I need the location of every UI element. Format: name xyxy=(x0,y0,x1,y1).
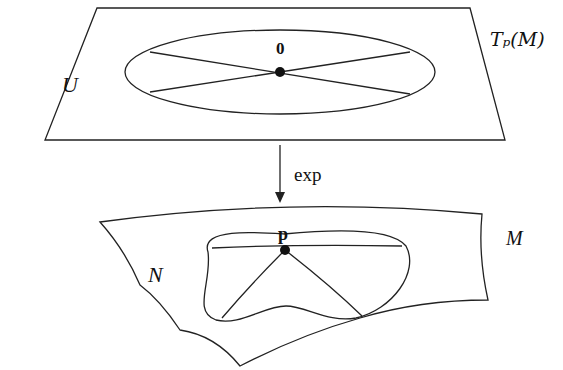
geodesic xyxy=(222,250,285,318)
tangent-space-label: Tₚ(M) xyxy=(490,30,545,49)
arrow-head xyxy=(275,192,285,203)
domain-ellipse xyxy=(125,30,435,114)
origin-dot xyxy=(275,67,285,77)
geodesic xyxy=(212,245,402,248)
point-label: p xyxy=(278,225,288,243)
manifold-label: M xyxy=(506,228,523,248)
radial-line xyxy=(150,52,410,94)
neighborhood-region xyxy=(204,231,410,321)
domain-label: U xyxy=(62,74,78,96)
neighborhood-label: N xyxy=(148,264,163,286)
point-dot xyxy=(280,245,290,255)
origin-label: 0 xyxy=(276,40,285,57)
manifold-surface xyxy=(100,207,488,366)
geodesic xyxy=(285,250,362,316)
map-label: exp xyxy=(294,165,321,184)
map-arrow xyxy=(279,145,280,196)
tangent-plane xyxy=(45,8,505,140)
radial-line xyxy=(150,52,410,92)
